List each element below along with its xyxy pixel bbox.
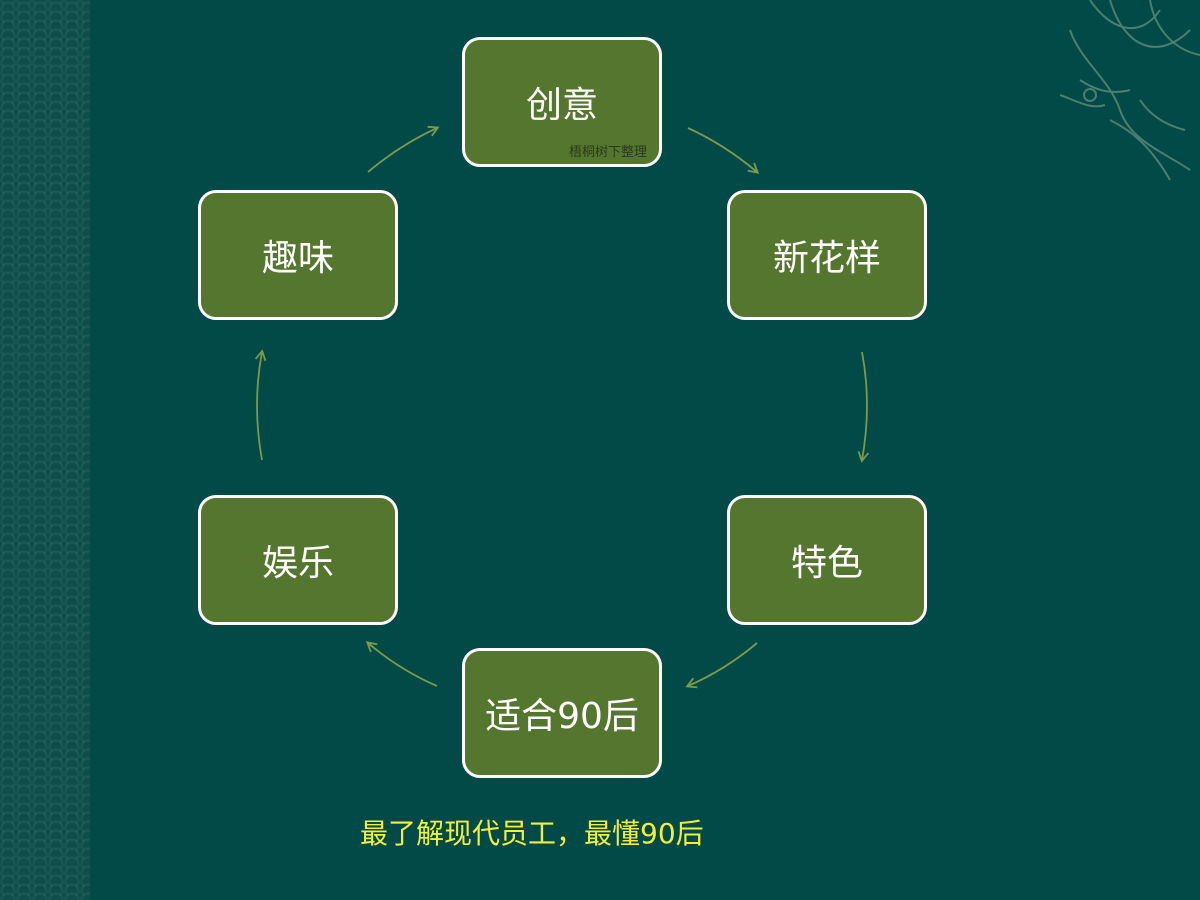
node-label: 趣味 <box>261 238 334 279</box>
phoenix-ornament-icon <box>1059 0 1200 181</box>
arrow-quwei-to-chuangyi <box>367 125 440 173</box>
node-label: 适合90后 <box>485 696 639 737</box>
decorative-pattern-band <box>0 0 90 900</box>
arrow-xinhuayang-to-tese <box>857 351 870 463</box>
arrow-chuangyi-to-xinhuayang <box>687 127 760 174</box>
watermark-text: 梧桐树下整理 <box>568 145 647 160</box>
node-chuangyi: 创意 梧桐树下整理 <box>462 37 662 167</box>
arrow-tese-to-shihe90hou <box>685 642 758 689</box>
node-xinhuayang: 新花样 <box>727 190 927 320</box>
node-shihe90hou: 适合90后 <box>462 648 662 778</box>
node-label: 创意 <box>525 85 598 126</box>
node-tese: 特色 <box>727 495 927 625</box>
caption-text: 最了解现代员工，最懂90后 <box>360 817 704 850</box>
node-label: 娱乐 <box>261 543 334 584</box>
node-quwei: 趣味 <box>198 190 398 320</box>
arrow-shihe90hou-to-yule <box>365 641 438 687</box>
node-label: 特色 <box>790 543 863 584</box>
arrow-yule-to-quwei <box>254 349 267 461</box>
node-yule: 娱乐 <box>198 495 398 625</box>
node-label: 新花样 <box>772 238 881 279</box>
